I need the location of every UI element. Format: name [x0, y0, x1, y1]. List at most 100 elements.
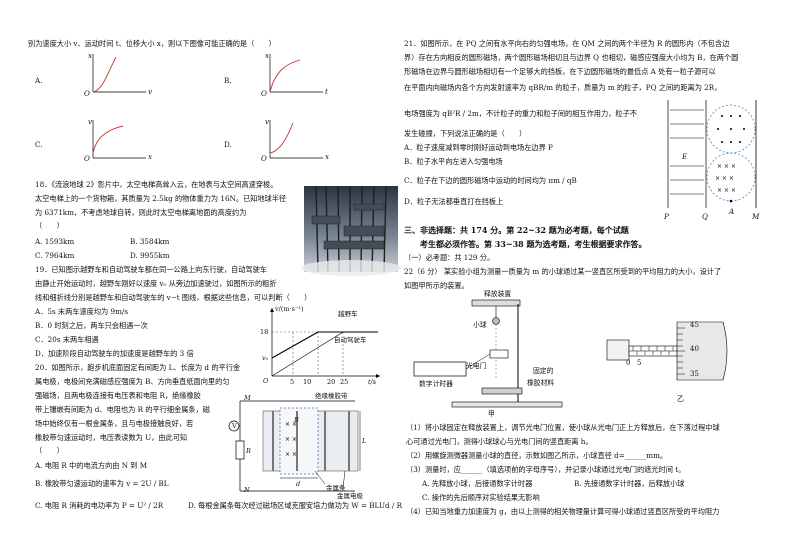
- q22-step-3-option-c: C. 操作的先后顺序对实验结果无影响: [422, 493, 540, 502]
- q17-graph-b-origin: O: [261, 89, 267, 98]
- q20-fig-b: B: [294, 416, 299, 424]
- q17-graph-c-x: x: [148, 152, 153, 161]
- q17-graph-d-x: x: [325, 152, 330, 161]
- q19-chart-xtick-10: 10: [303, 378, 312, 386]
- q19-chart-y18: 18: [260, 328, 269, 336]
- q17-option-c-label: C.: [35, 140, 43, 149]
- q17-option-b-label: B.: [224, 76, 232, 85]
- q18-option-d: D. 9955km: [130, 251, 170, 260]
- q22-fig-gate: 光电门: [466, 362, 487, 370]
- svg-text:× × ×: × × ×: [715, 175, 734, 182]
- q19-chart-xtick-25: 25: [340, 378, 349, 386]
- q21-line-4: 在平面内向磁场内各个方向发射速率为 qBR/m 的粒子，质量为 m 的粒子，PQ…: [404, 83, 722, 92]
- q22-fig-fixed: 固定的: [533, 367, 554, 375]
- q22-fig-ball: 小球: [473, 321, 487, 329]
- svg-text:× ×: × ×: [285, 436, 297, 443]
- q22-fig-yi: 乙: [677, 395, 684, 403]
- q21-option-b: B．粒子水平向左进入匀强电场: [404, 157, 503, 166]
- q21-fig-q: Q: [702, 212, 708, 221]
- q20-fig-v: V: [232, 422, 237, 430]
- q19-option-c: C．20s 末两车相遇: [35, 335, 99, 344]
- svg-text:× ×: × ×: [285, 451, 297, 458]
- q17-graph-a-y: x: [88, 51, 93, 60]
- q22-fig-mic-40: 40: [690, 345, 699, 353]
- q20-fig-electrode: 金属电极: [337, 492, 363, 500]
- q22-step-3-option-b: B. 先接通数字计时器，后释放小球: [574, 479, 685, 488]
- q17-graph-c: [92, 120, 146, 159]
- q19-chart-v0: v₀: [262, 354, 269, 362]
- q20-fig-belt-label: 绝缘橡胶带: [315, 392, 348, 400]
- section3-line-1: 三、非选择题：共 174 分。第 22~32 题为必考题，每个试题: [404, 225, 629, 235]
- q17-option-d-label: D.: [224, 140, 232, 149]
- q20-fig-r: R: [246, 447, 251, 455]
- q22-step-1a: （1）将小球固定在释放装置上，调节光电门位置，使小球从光电门正上方释放后，在下落…: [406, 423, 720, 432]
- q20-fig-l: L: [362, 437, 367, 445]
- q19-line-1: 19．已知图示越野车和自动驾驶车都在同一公路上向东行驶，自动驾驶车: [35, 265, 267, 274]
- q22-fig-timer: 数字计时器: [419, 380, 453, 388]
- q20-line-7: （ ）: [35, 446, 64, 455]
- q21-fig-m: M: [752, 212, 760, 221]
- q21-option-a: A．粒子速度减到零时刚好运动到电场左边界 P: [404, 143, 553, 152]
- q22-step-1b: 心可通过光电门，测得小球球心与光电门间的竖直距离 h。: [406, 437, 593, 446]
- q17-graph-b-x: t: [325, 87, 328, 96]
- q20-fig-m: M: [244, 394, 251, 402]
- q20-line-4: 带上镶嵌有间距为 d、电阻也为 R 的平行细金属条，磁: [35, 405, 210, 414]
- q19-line-2: 由静止开始运动时，越野车刚好以速度 v₀ 从旁边加速驶过，如图所示的粗折: [35, 279, 277, 288]
- svg-text:× ×: × ×: [285, 421, 297, 428]
- q22-step-2: （2）用螺旋测微器测量小球的直径，示数如图乙所示，小球直径 d=______mm…: [406, 451, 668, 460]
- q22-fig-mic-45: 45: [690, 321, 699, 329]
- q17-graph-d-origin: O: [261, 154, 267, 163]
- q18-line-1: 18．《流浪地球 2》影片中，太空电梯高耸入云，在地表与太空间高速穿梭。: [35, 180, 278, 189]
- q19-line-3: 线和细折线分别是越野车和自动驾驶车的 v−t 图线，根据这些信息，可以判断（ ）: [35, 293, 312, 302]
- q17-option-a-label: A.: [35, 76, 43, 85]
- q17-graph-a-x: v: [148, 87, 153, 96]
- q19-vt-chart: [270, 308, 380, 378]
- q20-line-5: 场中始终仅有一根金属条，且与电极接触良好，若: [35, 419, 194, 428]
- q22-fig-jia: 甲: [488, 410, 495, 418]
- q17-graph-c-y: v: [88, 117, 93, 126]
- q20-line-3: 强磁场，且两电极连接有电压表和电阻 R，绝缘橡胶: [35, 391, 201, 400]
- q21-fig-a: A: [729, 207, 735, 216]
- q22-step-3-option-a: A. 先释放小球，后接通数字计时器: [422, 479, 533, 488]
- q19-chart-origin: O: [263, 377, 269, 385]
- q17-graph-c-origin: O: [84, 154, 90, 163]
- q21-line-5: 电场强度为 qB²R / 2m，不计粒子的重力和粒子间的相互作用力，粒子不: [404, 109, 637, 118]
- q20-option-c: C. 电阻 R 消耗的电功率为 P = U² / 2R: [35, 501, 164, 510]
- q17-graph-d: [269, 120, 323, 159]
- q19-option-b: B．0 时刻之后，两车只会相遇一次: [35, 321, 148, 330]
- q19-chart-ylabel: v/(m·s⁻¹): [275, 305, 304, 313]
- q22-step-4: （4）已知当地重力加速度为 g，由以上测得的相关物理量计算可得小球通过竖直区所受…: [406, 507, 720, 516]
- q22-fig-rubber: 橡胶材料: [527, 379, 555, 387]
- q22-micrometer-figure: [606, 321, 728, 381]
- q18-line-3: 为 6371km，不考虑地球自转，则此时太空电梯离地面的高度约为: [35, 208, 247, 217]
- q21-option-d: D．粒子无法都垂直打在挡板上: [404, 197, 504, 206]
- section3-line-3: （一）必考题：共 129 分。: [404, 253, 495, 262]
- q22-fig-mic-35: 35: [690, 370, 699, 378]
- q21-line-2: 界）存在方向相反的圆形磁场，两个圆形磁场相切且与边界 Q 也相切，磁感应强度大小…: [404, 53, 739, 62]
- q17-graph-b: [269, 54, 323, 93]
- q22-line-2: 如图甲所示的装置。: [404, 281, 469, 290]
- q20-fig-d: d: [296, 480, 301, 488]
- q17-graph-a: [92, 54, 146, 93]
- svg-text:× × ×: × × ×: [717, 187, 736, 194]
- q20-treadmill-figure: × × × × × ×: [228, 400, 361, 492]
- q19-chart-series1: 越野车: [338, 310, 358, 318]
- q21-fig-e: E: [682, 152, 688, 161]
- q19-chart-xtick-20: 20: [327, 378, 336, 386]
- q20-fig-strip: 金属条: [326, 484, 346, 492]
- q20-line-6: 橡胶带匀速运动时，电压表读数为 U，由此可知: [35, 433, 188, 442]
- q17-graph-a-origin: O: [84, 89, 90, 98]
- q20-fig-n: N: [244, 486, 250, 494]
- q19-option-d: D．加速阶段自动驾驶车的加速度是越野车的 3 倍: [35, 349, 194, 358]
- q19-chart-series2: 自动驾驶车: [334, 336, 367, 344]
- q20-line-1: 20．如图所示，跑步机底面固定有间距为 L、长度为 d 的平行金: [35, 363, 241, 372]
- left-column: 别为速度大小 v、运动时间 t、位移大小 x，则以下图像可能正确的是（ ） A.…: [28, 39, 402, 510]
- section3-line-2: 考生都必须作答。第 33~38 题为选考题，考生根据要求作答。: [420, 239, 647, 249]
- q18-line-2: 太空电梯上的一个货物箱，其质量为 2.5kg 的物体重力为 16N。已知地球半径: [35, 194, 287, 203]
- q17-stem: 别为速度大小 v、运动时间 t、位移大小 x，则以下图像可能正确的是（ ）: [28, 39, 276, 48]
- q17-graph-b-y: x: [265, 51, 270, 60]
- q18-line-4: （ ）: [35, 221, 64, 230]
- q21-line-3: 形磁场在边界与圆形磁场相切有一个足够大的挡板，在下边圆形磁场的最低点 A 处有一…: [404, 67, 716, 76]
- q22-fig-mic-5: 5: [637, 359, 642, 367]
- q18-option-c: C. 7964km: [35, 251, 75, 260]
